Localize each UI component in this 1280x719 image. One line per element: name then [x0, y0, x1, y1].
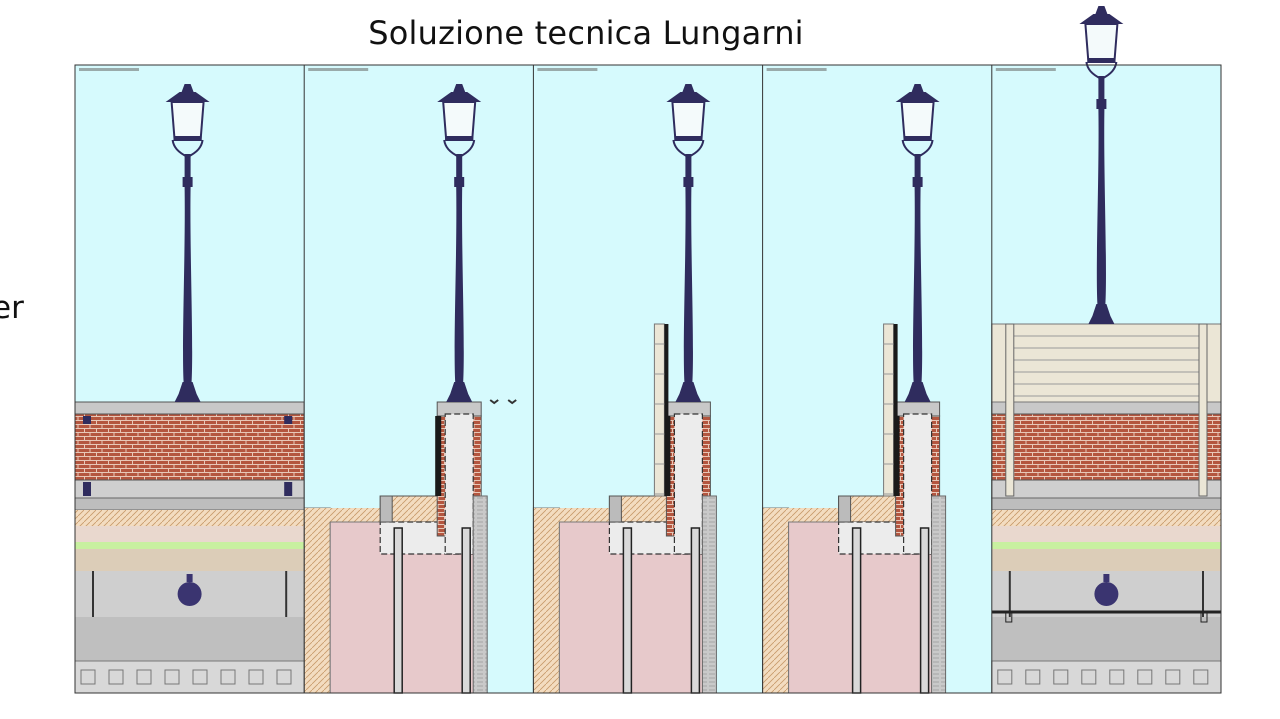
embankment-hatch	[762, 507, 790, 694]
street-lamp	[895, 84, 940, 402]
road-surface	[75, 510, 305, 526]
embankment-hatch	[532, 507, 560, 694]
stone-blocks	[472, 495, 488, 694]
caption-text	[995, 68, 1056, 71]
base-blocks	[991, 660, 1222, 694]
pipe-symbol	[177, 582, 202, 606]
panel-2	[303, 65, 534, 694]
panel-4	[762, 65, 992, 694]
pile	[851, 527, 862, 694]
parapet-coping	[74, 401, 305, 415]
street-lamp	[165, 84, 210, 402]
street-lamp	[666, 84, 711, 402]
deck-layer	[991, 526, 1221, 542]
arch-structure	[991, 617, 1221, 661]
stone-band	[74, 497, 305, 511]
panel-1	[74, 65, 305, 694]
parapet-coping	[991, 401, 1222, 415]
side-text-fragment: er	[0, 290, 24, 326]
street-lamp	[437, 84, 482, 402]
stone-band	[991, 497, 1222, 511]
caption-text	[537, 68, 598, 71]
caption-text	[308, 68, 369, 71]
deck-layer	[75, 526, 305, 542]
pile	[690, 527, 701, 694]
base-blocks	[74, 660, 305, 694]
marker-arrows	[489, 399, 517, 405]
barrier-post	[1198, 323, 1208, 497]
pile	[919, 527, 930, 694]
barrier-post	[1005, 323, 1015, 497]
panels-group	[74, 6, 1222, 694]
flood-barrier	[653, 323, 669, 497]
caption-text	[766, 68, 827, 71]
flood-barrier	[883, 323, 898, 497]
pile	[393, 527, 403, 694]
membrane-strip	[991, 542, 1221, 549]
pipe-symbol	[1094, 582, 1119, 606]
stone-blocks	[701, 495, 717, 694]
arch-structure	[75, 617, 305, 661]
panel-5	[991, 6, 1222, 694]
pile	[461, 527, 471, 694]
subbase-layer	[991, 549, 1221, 571]
subbase-layer	[75, 549, 305, 571]
embankment-hatch	[303, 507, 331, 694]
stone-cornice	[991, 479, 1222, 499]
membrane-strip	[75, 542, 305, 549]
street-lamp	[1079, 6, 1124, 324]
pile	[622, 527, 633, 694]
stone-blocks	[931, 495, 947, 694]
brick-parapet	[74, 413, 305, 481]
stone-cornice	[74, 479, 305, 499]
caption-text	[79, 68, 139, 71]
barrier-panels	[991, 323, 1222, 403]
panel-3	[532, 65, 763, 694]
page-title: Soluzione tecnica Lungarni	[368, 14, 804, 52]
brick-parapet	[991, 413, 1222, 481]
road-surface	[991, 510, 1221, 526]
